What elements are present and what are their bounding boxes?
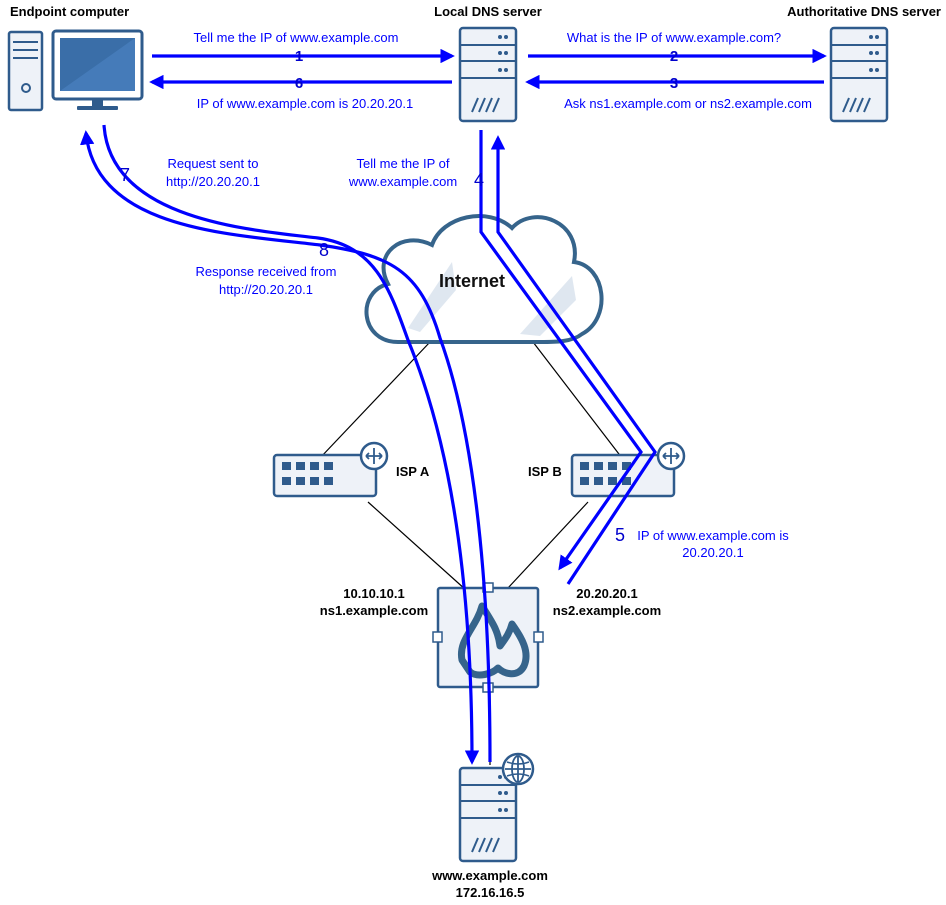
arrow-step-7 (102, 124, 480, 765)
step6-text: IP of www.example.com is 20.20.20.1 (197, 96, 414, 111)
web-ip: 172.16.16.5 (456, 885, 525, 900)
step8-num: 8 (319, 240, 329, 260)
step6-num: 6 (295, 75, 303, 92)
step5-num: 5 (615, 525, 625, 545)
ns2-name: ns2.example.com (553, 603, 661, 618)
link-internet-ispa (319, 341, 431, 459)
arrow-step-8 (80, 130, 492, 763)
step7-num: 7 (120, 165, 130, 185)
firewall: 10.10.10.1 ns1.example.com 20.20.20.1 ns… (320, 582, 661, 693)
step4-line1: Tell me the IP of (357, 156, 450, 171)
step8-line1: Response received from (196, 264, 337, 279)
web-name: www.example.com (431, 868, 548, 883)
step7-line1: Request sent to (167, 156, 258, 171)
auth-dns-title: Authoritative DNS server (787, 4, 941, 19)
link-internet-ispb (532, 341, 623, 459)
server-icon (458, 26, 518, 123)
step4-line2: www.example.com (348, 174, 457, 189)
server-icon (458, 766, 518, 863)
step8-line2: http://20.20.20.1 (219, 282, 313, 297)
step1-text: Tell me the IP of www.example.com (194, 30, 399, 45)
globe-icon (501, 752, 535, 786)
step3-text: Ask ns1.example.com or ns2.example.com (564, 96, 812, 111)
flow-arrows (80, 48, 827, 765)
isp-b-router: ISP B (528, 441, 686, 498)
step2-num: 2 (670, 48, 678, 65)
step-labels: Tell me the IP of www.example.com 1 6 IP… (120, 30, 812, 560)
isp-a-router: ISP A (272, 441, 430, 498)
server-icon (829, 26, 889, 123)
step5-line2: 20.20.20.1 (682, 545, 743, 560)
flame-icon (457, 602, 530, 679)
isp-b-label: ISP B (528, 464, 562, 479)
local-dns-server (458, 26, 518, 123)
arrow-step-4 (479, 130, 643, 571)
authoritative-dns-server (829, 26, 889, 123)
tower-icon (7, 30, 44, 112)
web-server: www.example.com 172.16.16.5 (431, 752, 548, 900)
ns1-ip: 10.10.10.1 (343, 586, 404, 601)
monitor-icon (51, 29, 144, 110)
isp-a-label: ISP A (396, 464, 430, 479)
step1-num: 1 (295, 48, 303, 65)
endpoint-title: Endpoint computer (10, 4, 129, 19)
ns2-ip: 20.20.20.1 (576, 586, 637, 601)
internet-cloud: Internet (364, 214, 604, 344)
ns1-name: ns1.example.com (320, 603, 428, 618)
step2-text: What is the IP of www.example.com? (567, 30, 781, 45)
step5-line1: IP of www.example.com is (637, 528, 789, 543)
switch-icon (272, 441, 389, 498)
local-dns-title: Local DNS server (434, 4, 542, 19)
link-ispb-firewall (507, 501, 589, 589)
step3-num: 3 (670, 75, 678, 92)
endpoint-computer (7, 29, 144, 112)
link-ispa-firewall (367, 501, 467, 591)
step4-num: 4 (474, 170, 484, 190)
internet-label: Internet (439, 271, 505, 291)
arrow-step-5 (490, 135, 657, 585)
step7-line2: http://20.20.20.1 (166, 174, 260, 189)
